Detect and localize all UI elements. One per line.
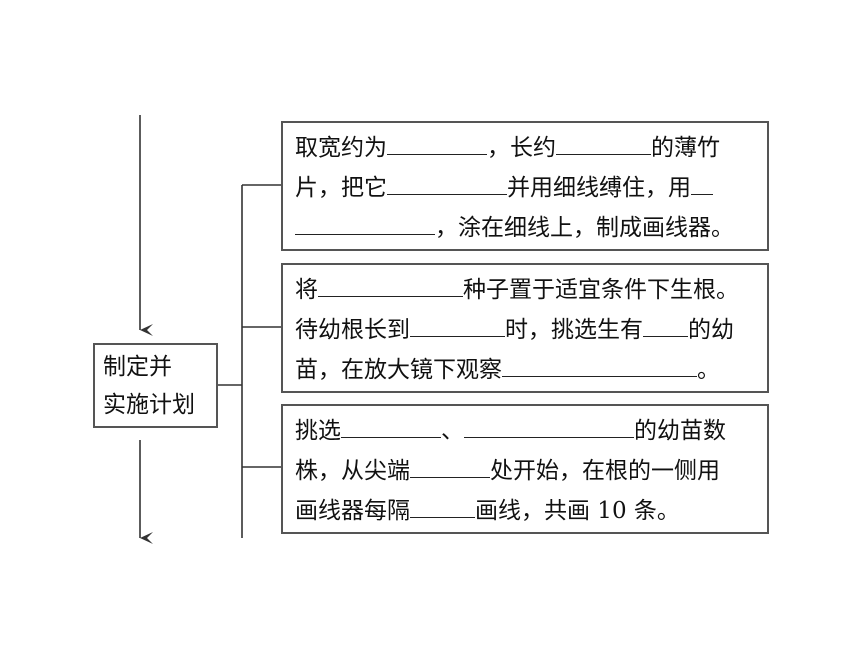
fill-blank[interactable]: [410, 335, 505, 337]
fill-blank[interactable]: [464, 436, 634, 438]
fill-blank[interactable]: [341, 436, 441, 438]
box3-line3: 画线器每隔画线，共画 10 条。: [295, 498, 680, 524]
fill-blank[interactable]: [410, 516, 475, 518]
box1-line1: 取宽约为，长约的薄竹: [295, 135, 720, 161]
box2-line2: 待幼根长到时，挑选生有的幼: [295, 317, 734, 343]
step-box-1: 取宽约为，长约的薄竹 片，把它并用细线缚住，用 ，涂在细线上，制成画线器。: [281, 121, 769, 251]
box1-line2: 片，把它并用细线缚住，用: [295, 166, 785, 210]
fill-blank[interactable]: [387, 193, 507, 195]
stage-label-line1: 制定并: [103, 354, 172, 380]
fill-blank[interactable]: [410, 476, 490, 478]
box2-line1: 将种子置于适宜条件下生根。: [295, 277, 739, 303]
box3-line2: 株，从尖端处开始，在根的一侧用: [295, 458, 720, 484]
fill-blank[interactable]: [556, 153, 651, 155]
step-box-3: 挑选、的幼苗数 株，从尖端处开始，在根的一侧用 画线器每隔画线，共画 10 条。: [281, 404, 769, 534]
fill-blank[interactable]: [387, 153, 487, 155]
box1-line3: ，涂在细线上，制成画线器。: [295, 206, 785, 250]
box2-line3: 苗，在放大镜下观察。: [295, 357, 720, 383]
fill-blank[interactable]: [295, 233, 435, 235]
fill-blank[interactable]: [502, 375, 697, 377]
fill-blank[interactable]: [691, 193, 713, 195]
fill-blank[interactable]: [643, 335, 688, 337]
box3-line1: 挑选、的幼苗数: [295, 418, 726, 444]
stage-label-line2: 实施计划: [103, 392, 195, 418]
step-box-2: 将种子置于适宜条件下生根。 待幼根长到时，挑选生有的幼 苗，在放大镜下观察。: [281, 263, 769, 393]
fill-blank[interactable]: [318, 295, 463, 297]
stage-label-box: 制定并 实施计划: [93, 343, 218, 428]
